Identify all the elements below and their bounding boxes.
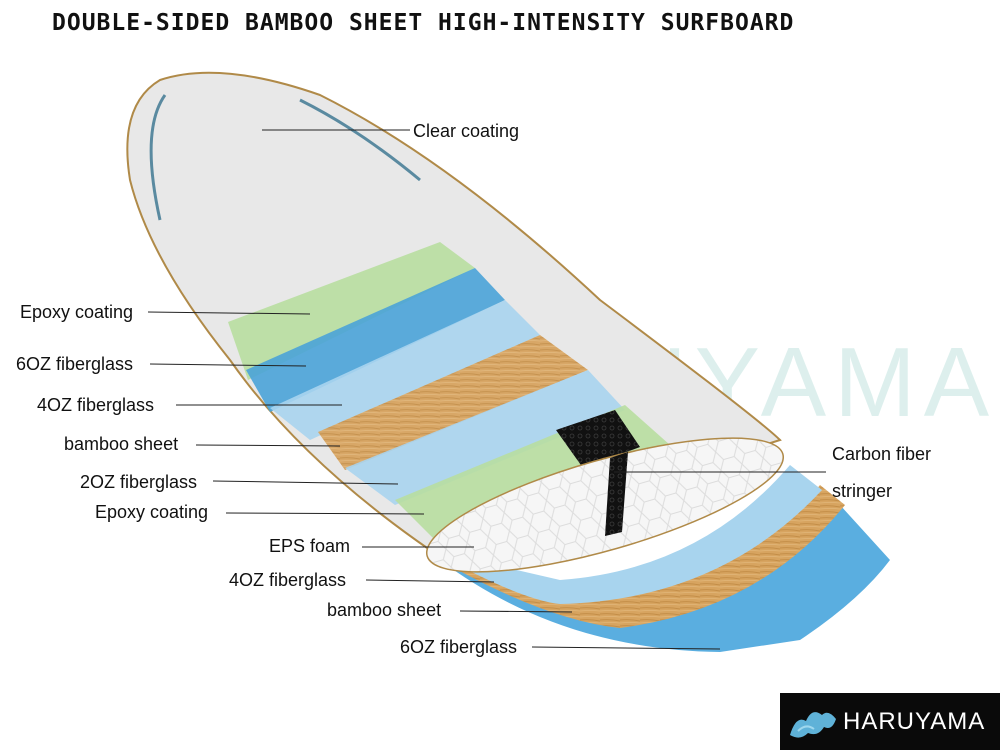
label-4oz-fiberglass-top: 4OZ fiberglass <box>37 395 155 415</box>
brand-logo: HARUYAMA <box>780 693 1000 750</box>
carbon-stringer-top <box>556 410 640 468</box>
diagram-title: DOUBLE-SIDED BAMBOO SHEET HIGH-INTENSITY… <box>52 10 795 36</box>
rail-highlight <box>299 98 421 182</box>
label-bamboo-sheet-bottom: bamboo sheet <box>327 600 442 620</box>
label-4oz-fiberglass-bottom: 4OZ fiberglass <box>229 570 347 590</box>
bottom-4oz-fiberglass-layer <box>430 465 822 604</box>
label-eps-foam: EPS foam <box>269 536 351 556</box>
label-clear-coating: Clear coating <box>413 121 520 141</box>
leader-epoxy-mid <box>225 512 425 515</box>
leader-4oz-bottom <box>365 579 495 583</box>
leader-2oz <box>212 480 399 485</box>
leader-epoxy-top <box>147 311 311 315</box>
label-carbon-fiber: Carbon fiber <box>832 444 932 464</box>
label-6oz-fiberglass-top: 6OZ fiberglass <box>16 354 134 374</box>
green-epoxy-strip-top <box>228 242 475 380</box>
label-2oz-fiberglass: 2OZ fiberglass <box>80 472 198 492</box>
bottom-6oz-fiberglass-layer <box>440 505 890 652</box>
carbon-stringer-core <box>605 452 628 536</box>
leader-6oz-top <box>149 363 307 367</box>
leader-bamboo-top <box>195 444 341 447</box>
label-6oz-fiberglass-bottom: 6OZ fiberglass <box>400 637 518 657</box>
brand-logo-text: HARUYAMA <box>843 708 986 735</box>
label-epoxy-coating-top: Epoxy coating <box>20 302 134 322</box>
label-bamboo-sheet-top: bamboo sheet <box>64 434 179 454</box>
label-epoxy-coating-mid: Epoxy coating <box>95 502 209 522</box>
leader-bamboo-bottom <box>459 610 573 613</box>
nose-highlight <box>149 94 167 221</box>
leader-6oz-bottom <box>531 646 721 650</box>
wave-logo-icon <box>790 712 836 738</box>
light-blue-2oz-strip <box>345 370 625 505</box>
blue-6oz-strip-top <box>246 268 505 412</box>
label-stringer: stringer <box>832 481 893 501</box>
bamboo-strip-top <box>318 335 588 470</box>
